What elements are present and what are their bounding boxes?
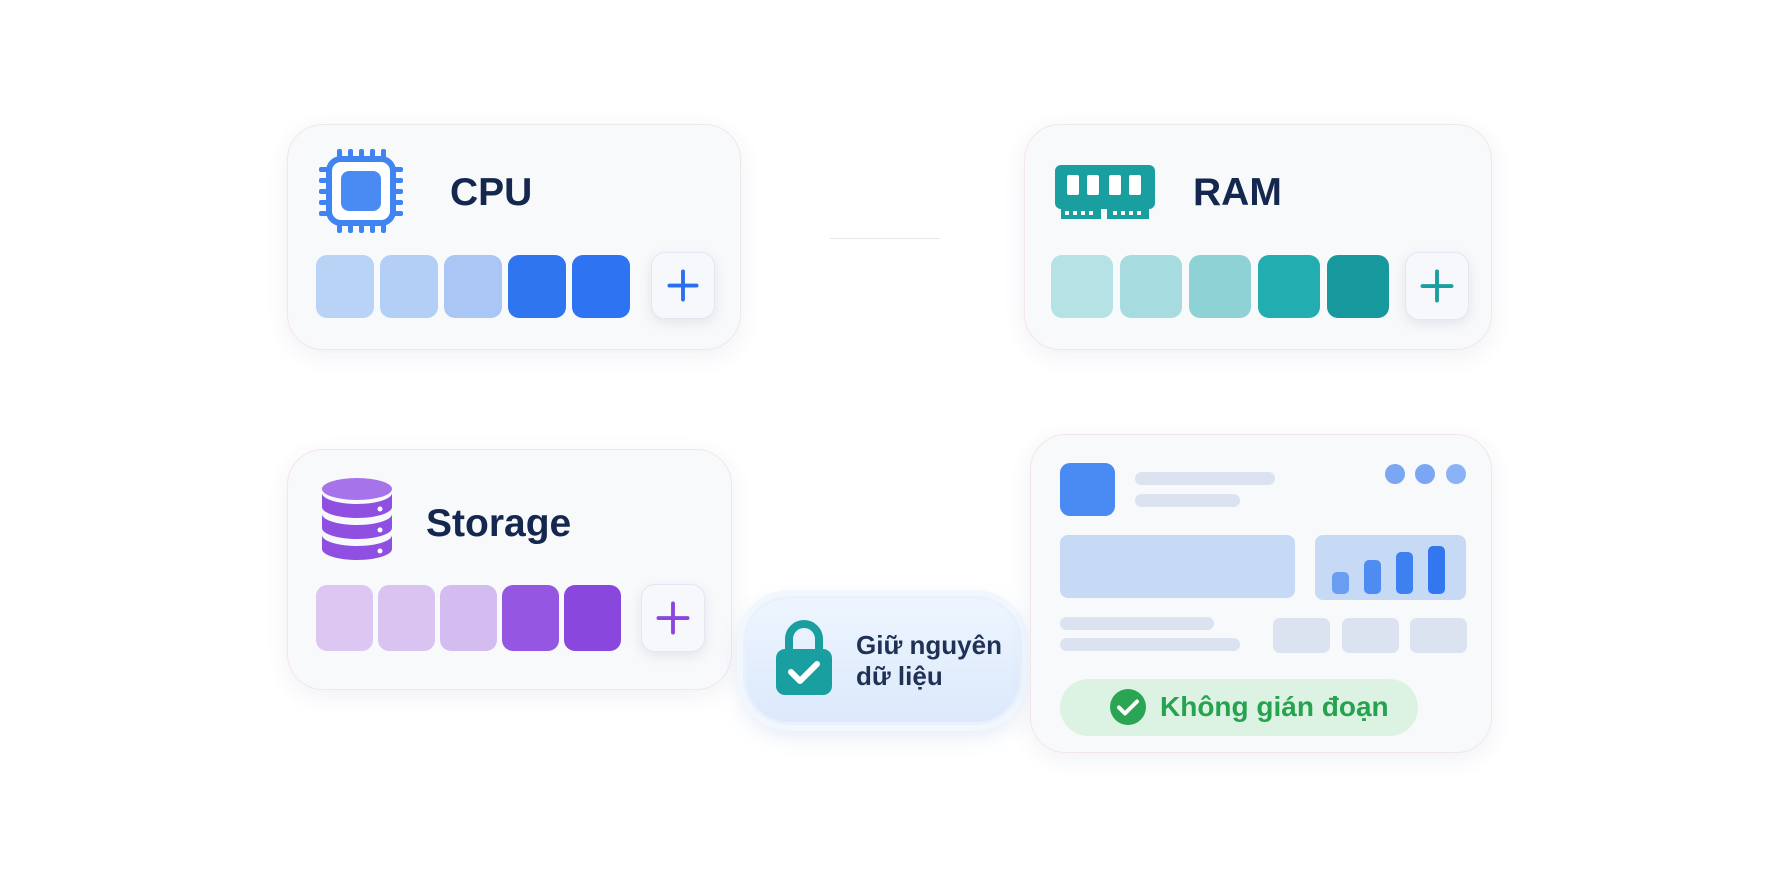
small-chip-3[interactable] bbox=[1410, 618, 1467, 653]
storage-add-button[interactable] bbox=[641, 584, 705, 652]
small-chip-2[interactable] bbox=[1342, 618, 1399, 653]
ram-block-3 bbox=[1189, 255, 1251, 318]
ram-title: RAM bbox=[1193, 171, 1282, 214]
window-dot-1[interactable] bbox=[1385, 464, 1405, 484]
ram-add-button[interactable] bbox=[1405, 252, 1469, 320]
badge-line-1: Giữ nguyên bbox=[856, 630, 1002, 660]
database-icon bbox=[322, 478, 392, 560]
ram-module-icon bbox=[1055, 165, 1155, 219]
check-circle-icon bbox=[1110, 689, 1146, 725]
header-line-1 bbox=[1135, 472, 1275, 485]
plus-icon bbox=[1420, 269, 1454, 303]
plus-icon bbox=[667, 269, 699, 302]
content-panel bbox=[1060, 535, 1295, 598]
storage-block-3 bbox=[440, 585, 497, 651]
window-dot-3[interactable] bbox=[1446, 464, 1466, 484]
storage-title: Storage bbox=[426, 502, 572, 545]
cpu-title: CPU bbox=[450, 171, 533, 214]
plus-icon bbox=[656, 601, 690, 635]
storage-block-4 bbox=[502, 585, 559, 651]
cpu-block-5 bbox=[572, 255, 630, 318]
cpu-add-button[interactable] bbox=[651, 252, 715, 319]
cpu-chip-icon bbox=[319, 149, 403, 233]
small-chip-1[interactable] bbox=[1273, 618, 1330, 653]
ram-block-1 bbox=[1051, 255, 1113, 318]
badge-line-2: dữ liệu bbox=[856, 661, 943, 691]
ram-block-4 bbox=[1258, 255, 1320, 318]
text-line-2 bbox=[1060, 638, 1240, 651]
cpu-block-2 bbox=[380, 255, 438, 318]
app-logo-square bbox=[1060, 463, 1115, 516]
status-label: Không gián đoạn bbox=[1160, 691, 1389, 722]
divider-line bbox=[830, 238, 940, 239]
bar-chart-icon bbox=[1332, 546, 1445, 594]
text-line-1 bbox=[1060, 617, 1214, 630]
storage-block-2 bbox=[378, 585, 435, 651]
storage-block-1 bbox=[316, 585, 373, 651]
window-dot-2[interactable] bbox=[1415, 464, 1435, 484]
cpu-block-4 bbox=[508, 255, 566, 318]
header-line-2 bbox=[1135, 494, 1240, 507]
ram-block-5 bbox=[1327, 255, 1389, 318]
cpu-block-1 bbox=[316, 255, 374, 318]
lock-check-icon bbox=[776, 620, 832, 695]
ram-block-2 bbox=[1120, 255, 1182, 318]
storage-block-5 bbox=[564, 585, 621, 651]
cpu-block-3 bbox=[444, 255, 502, 318]
